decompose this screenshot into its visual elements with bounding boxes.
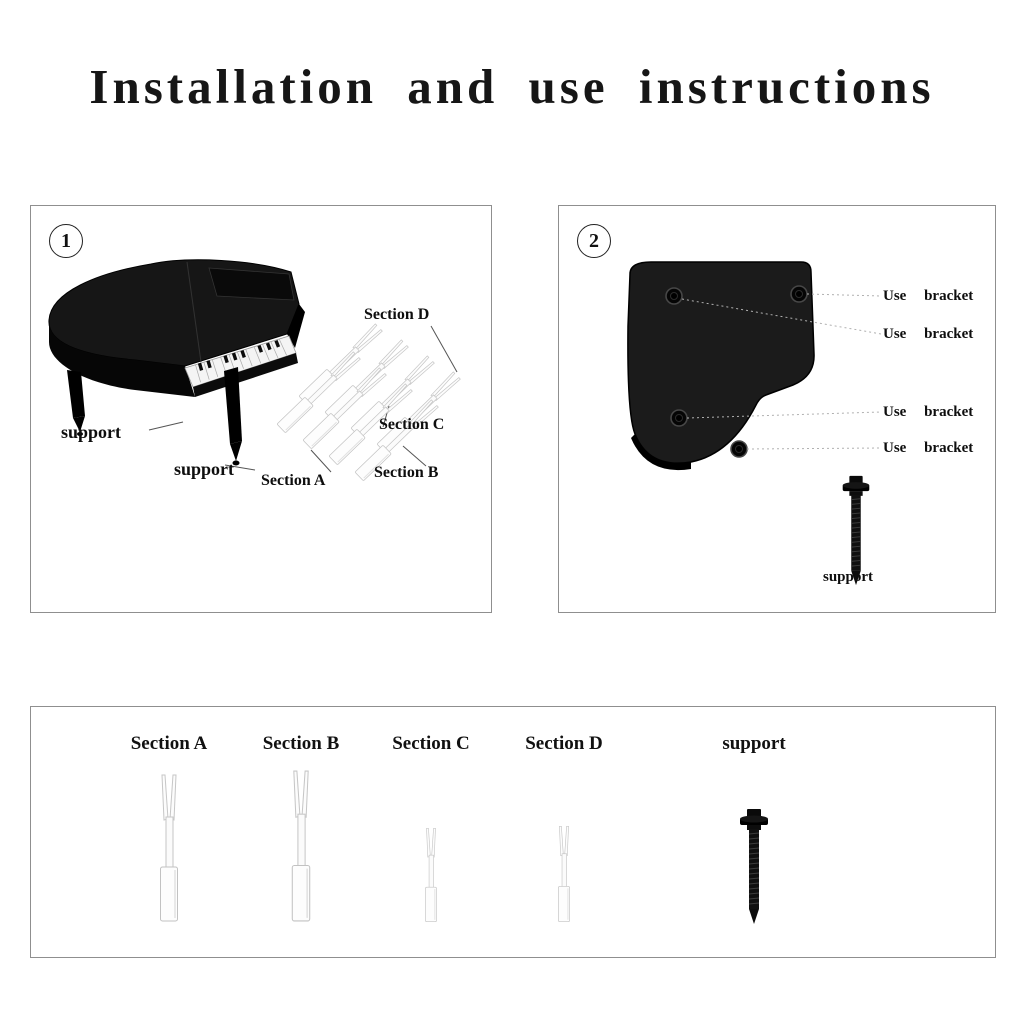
piano-underside-body	[627, 261, 815, 464]
label-support-left: support	[61, 422, 122, 442]
fork-icon	[376, 370, 462, 454]
fork-icon	[159, 774, 179, 922]
piano-leg-right	[224, 367, 242, 466]
label-use-bracket-1: Use bracket	[883, 288, 974, 304]
piano-illustration	[48, 259, 305, 466]
piano-keybed	[193, 353, 298, 397]
parts-list-panel: Section A Section B Section C Section D …	[30, 706, 996, 958]
bracket-holes	[665, 285, 808, 458]
part-header-section-c: Section C	[392, 733, 470, 754]
piano-underside-illustration	[627, 261, 882, 586]
white-key-lines	[195, 339, 287, 383]
step-number-1-text: 1	[61, 229, 71, 252]
piano-music-desk	[208, 267, 295, 301]
part-header-section-d: Section D	[525, 733, 603, 754]
black-keys	[197, 339, 281, 371]
label-section-c: Section C	[379, 416, 445, 433]
label-section-a: Section A	[261, 472, 326, 489]
fork-icon	[324, 338, 410, 422]
label-use-bracket-3: Use bracket	[883, 404, 974, 420]
part-header-section-a: Section A	[130, 733, 208, 754]
label-section-d: Section D	[364, 306, 430, 323]
page-title: Installation and use instructions	[89, 59, 935, 114]
leader-lines	[148, 325, 458, 473]
part-header-support: support	[722, 733, 786, 754]
forks-cluster	[276, 322, 462, 482]
piano-cheek	[287, 304, 305, 348]
label-section-b: Section B	[374, 464, 439, 481]
step-number-2: 2	[577, 224, 611, 258]
label-support-right: support	[174, 459, 235, 479]
fork-icon	[291, 770, 311, 922]
panel-step-1: 1 support support Section A Section B Se…	[30, 205, 492, 613]
piano-underside-rim	[631, 434, 691, 471]
label-use-bracket-2: Use bracket	[883, 326, 974, 342]
piano-assembly-illustration	[48, 259, 462, 482]
label-support-screw: support	[823, 569, 874, 585]
fork-icon	[298, 322, 384, 406]
bracket-leader-lines	[681, 293, 882, 450]
part-header-section-b: Section B	[262, 733, 340, 754]
label-use-bracket-4: Use bracket	[883, 440, 974, 456]
step-number-1: 1	[49, 224, 83, 258]
fork-icon	[425, 827, 437, 923]
step-number-2-text: 2	[589, 229, 599, 252]
piano-leg-left	[67, 370, 85, 436]
fork-icon	[557, 825, 571, 923]
piano-body-side	[48, 320, 196, 397]
screw-icon	[739, 808, 769, 925]
panel-step-2: 2 Use bracket Use bracket Use bracket Us…	[558, 205, 996, 613]
